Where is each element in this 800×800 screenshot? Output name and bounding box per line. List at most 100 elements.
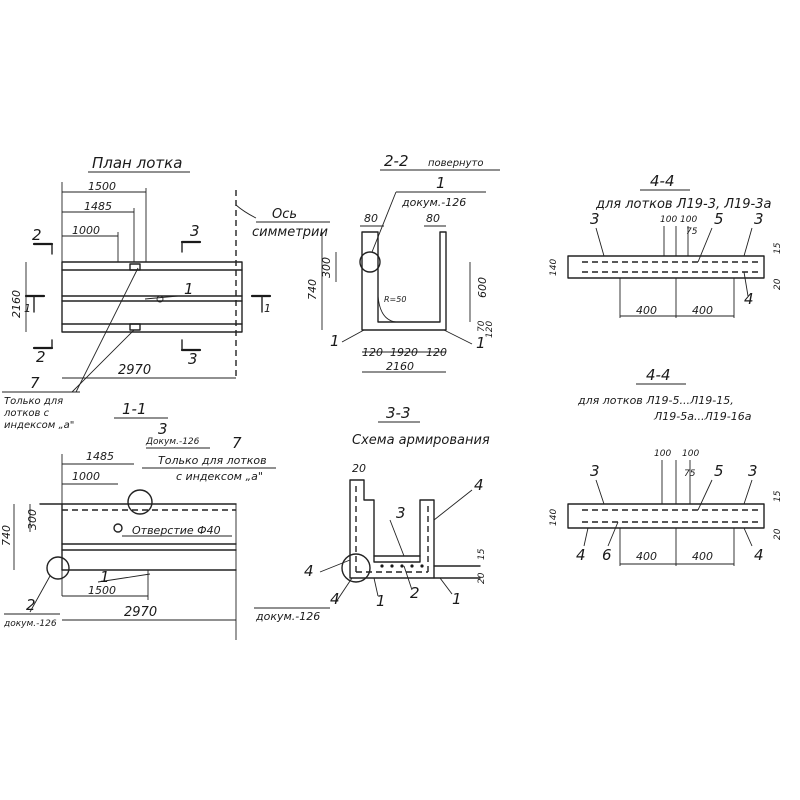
sec33-lbl4c-leader [335,577,353,603]
sec11-dim-1000: 1000 [72,470,100,483]
sec22-dim-120a: 120 [362,346,383,359]
callout7-label: 7 [30,374,40,392]
sec44b-lbl5-leader [697,479,713,511]
sec33-lbl1a-leader [373,577,379,597]
sec44a-lbl5: 5 [714,210,724,228]
sec11-dim-2970: 2970 [124,605,157,620]
plan-hole [156,295,164,303]
sec44b-lbl6-leader [607,521,619,547]
sec44b-lbl3b: 3 [748,462,758,480]
sec22-fillet [377,295,397,323]
sec44a-sub: для лотков Л19-3, Л19-3а [595,197,772,212]
sec44a-lbl3a: 3 [590,210,600,228]
sec44b-sub1: для лотков Л19-5...Л19-15, [577,394,734,407]
sec33-lbl3: 3 [396,504,406,522]
sec44b-d20: 20 [773,528,783,540]
sec33-lbl3-leader [389,519,405,557]
cut2-bottom-label: 2 [36,348,46,366]
sec44b-d400b: 400 [692,550,713,563]
sec11-note-1: Только для лотков [158,454,267,467]
cut2-top-label: 2 [32,226,42,244]
sec33-bar-1 [380,564,384,568]
sec11-callout2: 2 [26,596,36,614]
sec44b-lbl4a-leader [583,527,589,547]
sec44b-title: 4-4 [646,366,671,384]
sec11-callout1-leader [97,573,151,583]
callout7-leader-1 [71,329,135,393]
sec33-lbl4c: 4 [330,590,340,608]
sec22-dim-1920: 1920 [390,346,418,359]
sec22-lbl1a: 1 [330,332,340,350]
plan-body-outline [61,261,243,333]
sec11-callout3: 3 [158,420,168,438]
sec44a-lbl5-leader [697,227,713,263]
sec11-callout1: 1 [100,568,110,586]
sec33-bar-3 [400,564,404,568]
cut1-left-label: 1 [24,302,31,315]
sec22-doc: докум.-126 [401,196,466,209]
sec22-u-profile [361,231,447,331]
sec44a-d100b: 100 [680,215,697,225]
sec33-lbl1b: 1 [452,590,462,608]
sec44a-d400b: 400 [692,304,713,317]
sec22-dim-80b: 80 [426,212,440,225]
sec44b-sub2: Л19-5а...Л19-16а [653,410,752,423]
sec44b-d400a: 400 [636,550,657,563]
sec44b-lbl6: 6 [602,546,612,564]
section-2-2: 2-2 повернуто 1 докум.-126 80 80 R=50 74… [306,152,500,373]
sec22-lbl1b-leader [443,329,473,345]
cut1-right-label: 1 [264,302,271,315]
sec22-lbl1b: 1 [476,334,486,352]
sec33-bar-4 [410,564,414,568]
sec22-dim-740: 740 [306,279,319,300]
sec33-d20b: 20 [477,572,487,584]
sec44b-d100b: 100 [682,449,699,459]
sec44b-d140: 140 [549,509,559,526]
sec33-doc: докум.-126 [255,610,320,623]
sec44a-d15: 15 [773,242,783,254]
sec22-callout1-leader [371,191,397,253]
sec22-r50: R=50 [384,295,406,304]
cut3-bottom-label: 3 [188,350,198,368]
cut3-top-label: 3 [190,222,200,240]
sec11-dim-1485: 1485 [86,450,114,463]
sec44b-lbl5: 5 [714,462,724,480]
sec11-title: 1-1 [122,400,147,418]
sec44b-d15: 15 [773,490,783,502]
note-line-1: Только для [4,396,63,407]
sec22-title: 2-2 [384,152,409,170]
sec33-bar-5 [420,564,424,568]
sec11-doc: Докум.-126 [145,437,200,447]
plan-view: План лотка 1500 1485 1000 Ось симметрии … [2,154,330,431]
sec44a-d75: 75 [686,227,698,237]
sec33-lbl4a-leader [433,489,473,521]
sec33-lbl2: 2 [410,584,420,602]
sec44a-d20: 20 [773,278,783,290]
plan-title: План лотка [92,154,182,172]
sec33-d15: 15 [477,548,487,560]
sec11-hole [113,523,123,533]
sec44b-lbl4b-leader [743,527,753,547]
section-4-4-a: 4-4 для лотков Л19-3, Л19-3а 3 3 5 100 1… [549,172,783,318]
sec44b-lbl4a: 4 [576,546,586,564]
sec44a-lbl3b: 3 [754,210,764,228]
sec11-callout2-leader [29,575,51,613]
sec44a-lbl4: 4 [744,290,754,308]
sec44b-lbl4b: 4 [754,546,764,564]
sec44a-lbl3a-leader [595,227,605,257]
sec22-dim-300: 300 [320,257,333,278]
sec22-note: повернуто [428,158,483,169]
sec33-title: 3-3 [386,404,411,422]
sec11-dim-300: 300 [26,509,39,530]
sec22-callout1: 1 [436,174,446,192]
sec11-detail-circle-2 [46,556,70,580]
axis-label-2: симметрии [252,225,328,240]
sec44b-lbl3a-leader [595,479,605,505]
sec44a-d140: 140 [549,259,559,276]
note-line-2: лотков с [3,408,50,419]
dim-1500: 1500 [88,180,116,193]
sec33-lbl2-leader [403,565,413,591]
sec44b-d100a: 100 [654,449,671,459]
axis-label-1: Ось [272,207,297,222]
